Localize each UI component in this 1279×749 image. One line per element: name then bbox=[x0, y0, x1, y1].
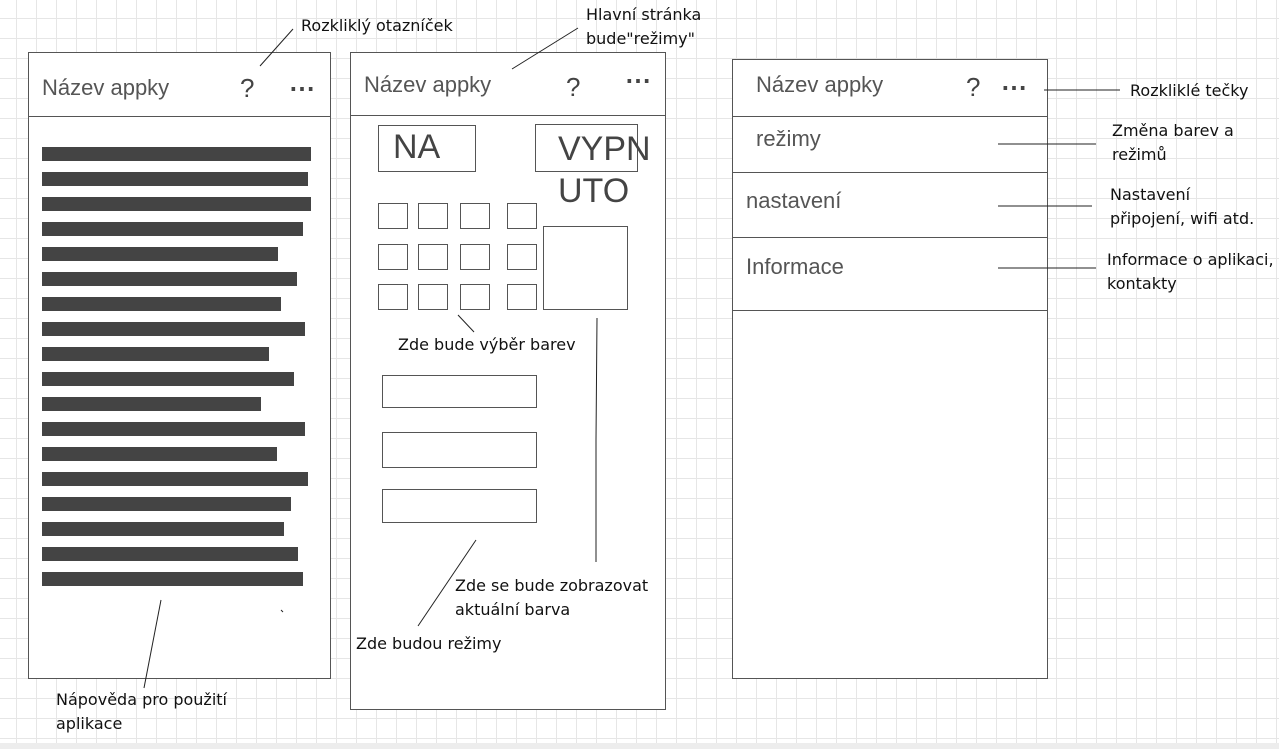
text-line-placeholder bbox=[42, 522, 284, 536]
more-menu-icon[interactable]: ⋯ bbox=[1001, 72, 1028, 102]
menu-item-label: Informace bbox=[746, 254, 844, 279]
note-question-mark: Rozkliklý otazníček bbox=[301, 16, 453, 35]
color-swatch[interactable] bbox=[507, 284, 537, 310]
text-line-placeholder bbox=[42, 572, 303, 586]
help-icon[interactable]: ? bbox=[240, 73, 255, 103]
connector-current-color bbox=[595, 317, 598, 562]
menu-screen: Název appky ? ⋯ režimy nastavení Informa… bbox=[732, 59, 1048, 679]
note-help-text-1: Nápověda pro použití bbox=[56, 690, 227, 709]
text-line-placeholder bbox=[42, 372, 294, 386]
note-dots-expanded: Rozkliklé tečky bbox=[1130, 81, 1249, 100]
mode-slot-2[interactable] bbox=[382, 432, 537, 468]
text-line-placeholder bbox=[42, 422, 305, 436]
mode-slot-1[interactable] bbox=[382, 375, 537, 408]
menu-item-settings[interactable]: nastavení bbox=[733, 172, 1047, 238]
note-info-2: kontakty bbox=[1107, 274, 1177, 293]
current-color-preview bbox=[543, 226, 628, 310]
menu-item-modes[interactable]: režimy bbox=[733, 116, 1047, 173]
menu-item-label: nastavení bbox=[746, 188, 842, 213]
menu-item-label: režimy bbox=[756, 126, 821, 151]
note-current-color-2: aktuální barva bbox=[455, 600, 571, 619]
on-button[interactable]: NA bbox=[378, 125, 476, 172]
color-swatch[interactable] bbox=[378, 203, 408, 229]
text-line-placeholder bbox=[42, 322, 305, 336]
help-icon[interactable]: ? bbox=[566, 72, 581, 102]
color-swatch[interactable] bbox=[460, 203, 490, 229]
note-main-page-1: Hlavní stránka bbox=[586, 5, 702, 24]
help-screen: Název appky ? ⋯ bbox=[28, 52, 331, 679]
connector-modes-here bbox=[417, 539, 477, 627]
text-line-placeholder bbox=[42, 247, 278, 261]
note-info-1: Informace o aplikaci, bbox=[1107, 250, 1274, 269]
note-settings-1: Nastavení bbox=[1110, 185, 1191, 204]
on-button-label: NA bbox=[393, 128, 441, 166]
more-menu-icon[interactable]: ⋯ bbox=[625, 65, 652, 95]
app-title: Název appky bbox=[42, 75, 170, 100]
connector-color-picker bbox=[457, 314, 475, 333]
text-line-placeholder bbox=[42, 347, 269, 361]
color-swatch[interactable] bbox=[507, 203, 537, 229]
off-button[interactable]: VYPN UTO bbox=[535, 124, 651, 210]
color-swatch[interactable] bbox=[460, 284, 490, 310]
more-menu-icon[interactable]: ⋯ bbox=[289, 73, 316, 103]
color-swatch[interactable] bbox=[418, 203, 448, 229]
color-swatch[interactable] bbox=[507, 244, 537, 270]
note-help-text-2: aplikace bbox=[56, 714, 123, 733]
connector-main-page bbox=[511, 27, 579, 70]
text-line-placeholder bbox=[42, 397, 261, 411]
note-modes-here: Zde budou režimy bbox=[356, 634, 502, 653]
text-line-placeholder bbox=[42, 447, 277, 461]
note-modes-1: Změna barev a bbox=[1112, 121, 1234, 140]
text-line-placeholder bbox=[42, 547, 298, 561]
off-button-label: VYPN UTO bbox=[558, 130, 651, 210]
help-icon[interactable]: ? bbox=[966, 72, 981, 102]
app-header: Název appky ? ⋯ bbox=[733, 60, 1047, 117]
mode-slot-3[interactable] bbox=[382, 489, 537, 523]
main-screen: Název appky ? ⋯ NA VYPN UTO bbox=[350, 52, 666, 710]
note-main-page-2: bude"režimy" bbox=[586, 29, 695, 48]
color-swatch[interactable] bbox=[460, 244, 490, 270]
color-swatch[interactable] bbox=[378, 244, 408, 270]
text-line-placeholder bbox=[42, 497, 291, 511]
note-color-picker: Zde bude výběr barev bbox=[398, 335, 576, 354]
bottom-strip bbox=[0, 743, 1279, 749]
text-line-placeholder bbox=[42, 472, 308, 486]
color-swatch[interactable] bbox=[418, 244, 448, 270]
note-modes-2: režimů bbox=[1112, 145, 1167, 164]
menu-item-info[interactable]: Informace bbox=[733, 237, 1047, 311]
connector-question-mark bbox=[259, 28, 294, 67]
text-line-placeholder bbox=[42, 272, 297, 286]
app-title: Název appky bbox=[364, 72, 492, 97]
text-line-placeholder bbox=[42, 147, 311, 161]
text-line-placeholder bbox=[42, 197, 311, 211]
color-swatch[interactable] bbox=[378, 284, 408, 310]
app-header: Název appky ? ⋯ bbox=[29, 53, 330, 117]
note-settings-2: připojení, wifi atd. bbox=[1110, 209, 1255, 228]
text-line-placeholder bbox=[42, 297, 281, 311]
note-current-color-1: Zde se bude zobrazovat bbox=[455, 576, 649, 595]
color-swatch[interactable] bbox=[418, 284, 448, 310]
text-line-placeholder bbox=[42, 172, 308, 186]
connector-stray-mark bbox=[280, 609, 284, 613]
connector-help-text bbox=[143, 599, 162, 689]
app-header: Název appky ? ⋯ bbox=[351, 53, 665, 116]
app-title: Název appky bbox=[756, 72, 884, 97]
text-line-placeholder bbox=[42, 222, 303, 236]
